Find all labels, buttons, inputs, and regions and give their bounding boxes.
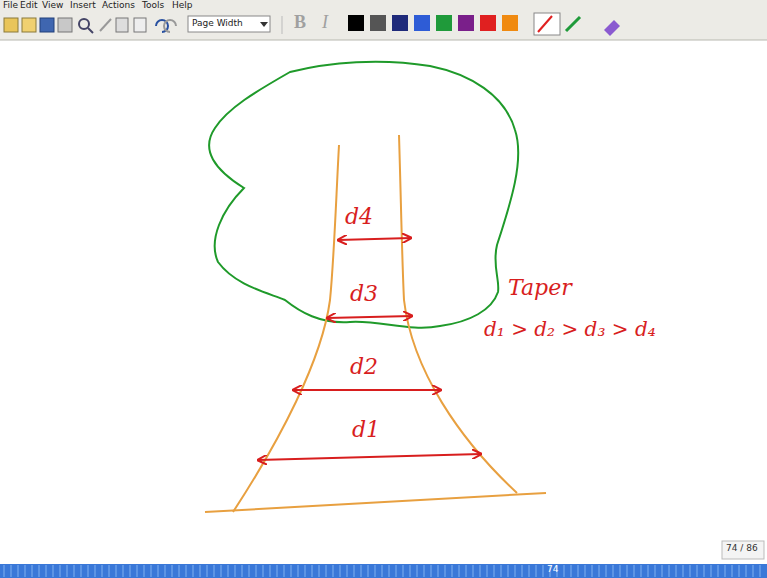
status-bar <box>0 564 767 578</box>
dimension-label: d3 <box>350 282 378 306</box>
menu-item: File <box>3 1 18 11</box>
dimension-arrow <box>338 238 411 240</box>
toolbar-icons <box>4 13 620 36</box>
tree-crown <box>209 62 518 328</box>
trunk-outline <box>233 145 339 512</box>
menu-item: Tools <box>142 1 164 11</box>
page-number: 74 <box>547 565 558 575</box>
dimension-label: d1 <box>352 418 380 442</box>
dimension-arrow <box>258 454 481 460</box>
dimension-label: d4 <box>345 205 373 229</box>
note-text: Taper <box>508 276 572 300</box>
menu-item: Help <box>172 1 193 11</box>
menu-item: View <box>42 1 63 11</box>
dimension-arrow <box>293 389 441 391</box>
ground-line <box>205 493 546 512</box>
trunk-outline <box>399 135 517 493</box>
bold-button: B <box>294 13 306 33</box>
toolbar-ground <box>0 0 767 40</box>
dimension-label: d2 <box>350 355 378 379</box>
page-indicator <box>722 541 764 559</box>
dimension-arrow <box>327 316 412 318</box>
relation-text: d₁ > d₂ > d₃ > d₄ <box>484 318 656 340</box>
menu-item: Edit <box>20 1 37 11</box>
toolbar-border <box>0 40 767 41</box>
italic-button: I <box>322 13 328 33</box>
zoom-dropdown: Page Width <box>192 19 243 29</box>
status-bar-ticks <box>4 565 760 577</box>
menu-item: Actions <box>102 1 135 11</box>
menu-item: Insert <box>70 1 96 11</box>
page-number: 74 / 86 <box>726 544 758 554</box>
